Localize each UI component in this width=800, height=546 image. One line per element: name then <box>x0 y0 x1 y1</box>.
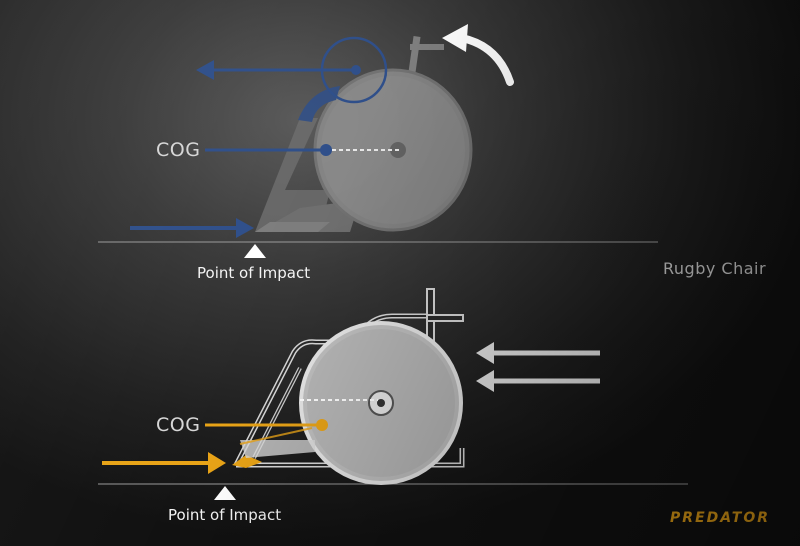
bottom-cog-label: COG <box>156 414 201 436</box>
top-cog-dot <box>320 144 332 156</box>
bottom-cog-dot <box>316 419 328 431</box>
rugby-chair-caption: Rugby Chair <box>663 259 767 278</box>
bottom-chair <box>232 288 465 485</box>
bottom-impact-marker <box>214 486 236 500</box>
tip-arrow-head <box>442 24 468 52</box>
top-chair <box>255 35 473 232</box>
tip-rotation-arrow <box>458 34 514 86</box>
bottom-footplate-accent <box>232 455 262 468</box>
predator-logo: PREDATOR <box>670 510 770 526</box>
top-seat-accent <box>298 86 340 122</box>
top-cog-label: COG <box>156 139 201 161</box>
bottom-impact-label: Point of Impact <box>168 506 282 524</box>
top-impact-label: Point of Impact <box>197 264 311 282</box>
top-impact-marker <box>244 244 266 258</box>
